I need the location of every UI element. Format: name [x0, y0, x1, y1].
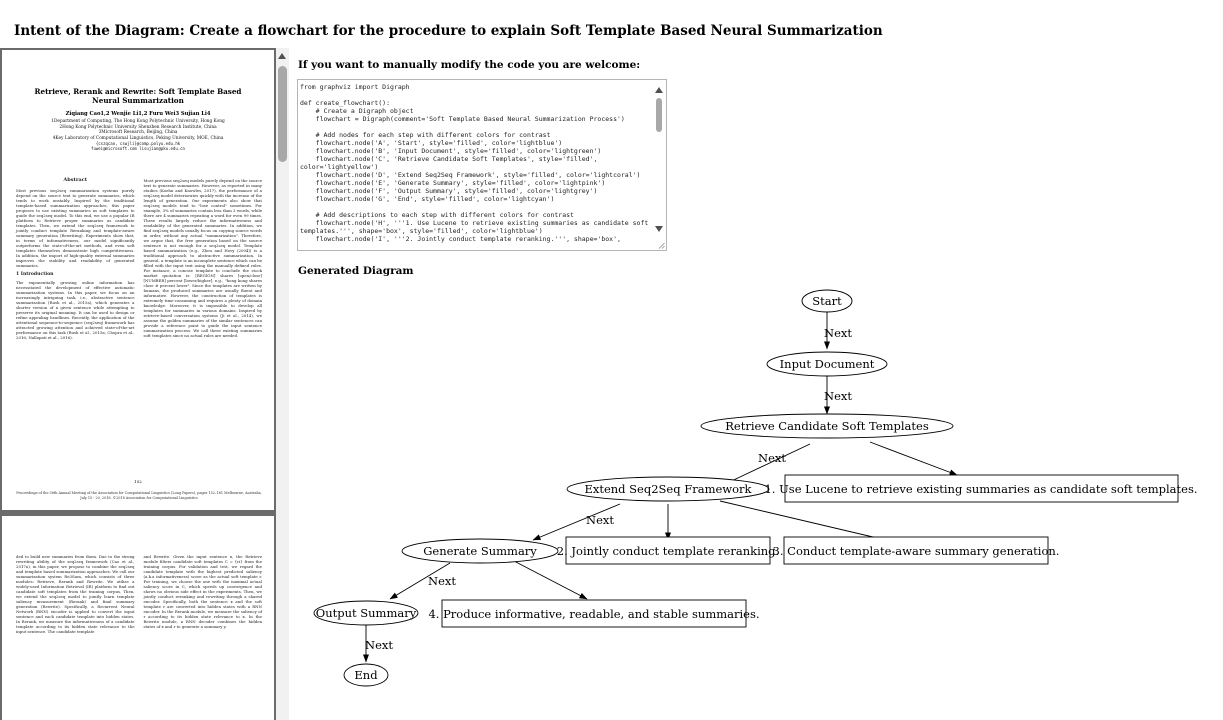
- email-2: fuwei@microsoft.com lisujian@pku.edu.cn: [91, 146, 185, 152]
- pdf-viewer[interactable]: Retrieve, Rerank and Rewrite: Soft Templ…: [0, 48, 289, 720]
- node-retrieve-templates-label: Retrieve Candidate Soft Templates: [725, 419, 929, 433]
- node-input-document-label: Input Document: [780, 357, 875, 371]
- resize-handle-icon[interactable]: [658, 242, 665, 249]
- node-extend-seq2seq: [566, 476, 770, 502]
- abstract-text: Most previous seq2seq summarization syst…: [16, 188, 135, 268]
- page-number: 152: [134, 479, 142, 484]
- page2-left-column: ded to build new summaries from them. Du…: [16, 554, 135, 634]
- node-start: [801, 289, 853, 313]
- node-desc-3-label: 3. Conduct template-aware summary genera…: [773, 544, 1060, 558]
- edge-label-next: Next: [824, 389, 852, 403]
- code-textarea[interactable]: from graphviz import Digraph def create_…: [300, 83, 649, 243]
- node-output-summary: [313, 600, 419, 626]
- generated-flowchart: Next Next Next Next Next Next Start Inpu…: [313, 289, 1198, 687]
- affiliation-3: 3Microsoft Research, Beijing, China: [98, 130, 178, 136]
- page2-right-column: and Rewrite. Given the input sentence x,…: [143, 554, 263, 629]
- affiliation-1: 1Department of Computing, The Hong Kong …: [51, 119, 225, 124]
- abstract-heading: Abstract: [63, 177, 88, 183]
- edge-extend-generate: [532, 503, 621, 541]
- code-editor[interactable]: from graphviz import Digraph def create_…: [297, 79, 667, 251]
- node-extend-seq2seq-label: Extend Seq2Seq Framework: [584, 482, 752, 496]
- pdf-scroll-thumb[interactable]: [278, 66, 287, 162]
- node-input-document: [766, 351, 888, 377]
- node-end-label: End: [354, 668, 378, 682]
- edge-generate-desc4: [513, 560, 588, 600]
- affiliation-2: 2Hong Kong Polytechnic University Shenzh…: [59, 124, 217, 130]
- node-desc-4-label: 4. Produce informative, readable, and st…: [428, 607, 759, 621]
- page-title: Intent of the Diagram: Create a flowchar…: [14, 23, 883, 39]
- edit-code-heading: If you want to manually modify the code …: [298, 59, 641, 71]
- node-output-summary-label: Output Summary: [316, 606, 417, 620]
- intro-text: The exponentially growing online informa…: [16, 280, 135, 340]
- node-desc-2: [565, 536, 771, 565]
- scroll-up-arrow-icon[interactable]: [278, 53, 286, 59]
- code-scroll-thumb[interactable]: [656, 98, 662, 132]
- paper-right-column: Most previous seq2seq models purely depe…: [143, 178, 263, 338]
- paper-footer: Proceedings of the 56th Annual Meeting o…: [16, 491, 262, 500]
- scroll-up-arrow-icon[interactable]: [655, 87, 663, 93]
- paper-title: Retrieve, Rerank and Rewrite: Soft Templ…: [34, 87, 242, 105]
- edge-label-next: Next: [365, 638, 393, 652]
- node-desc-2-label: 2. Jointly conduct template reranking.: [557, 544, 779, 558]
- node-generate-summary-label: Generate Summary: [423, 544, 537, 558]
- paper-authors: Ziqiang Cao1,2 Wenjie Li1,2 Furu Wei3 Su…: [65, 111, 211, 117]
- node-desc-4: [441, 599, 747, 628]
- paper-columns: Abstract Most previous seq2seq summariza…: [16, 177, 263, 341]
- node-desc-1-label: 1. Use Lucene to retrieve existing summa…: [764, 482, 1197, 496]
- node-desc-3: [783, 536, 1049, 565]
- pdf-page-2: ded to build new summaries from them. Du…: [2, 516, 274, 720]
- edge-label-next: Next: [824, 326, 852, 340]
- generated-diagram-heading: Generated Diagram: [298, 265, 414, 277]
- node-retrieve-templates: [700, 413, 954, 439]
- paper-affiliations: 1Department of Computing, The Hong Kong …: [2, 119, 274, 151]
- node-end: [343, 663, 389, 687]
- email-1: {cszqcao, cswjli}@comp.polyu.edu.hk: [95, 141, 181, 147]
- edge-label-next: Next: [428, 574, 456, 588]
- edge-retrieve-desc1: [869, 441, 958, 476]
- pdf-scrollbar[interactable]: [276, 48, 289, 720]
- edge-generate-output: [389, 562, 451, 600]
- edge-label-next: Next: [586, 513, 614, 527]
- node-desc-1: [784, 474, 1179, 503]
- edge-label-next: Next: [758, 451, 786, 465]
- code-scrollbar[interactable]: [653, 80, 666, 250]
- node-start-label: Start: [812, 294, 842, 308]
- paper-left-column: Abstract Most previous seq2seq summariza…: [16, 177, 135, 341]
- pdf-page-1: Retrieve, Rerank and Rewrite: Soft Templ…: [2, 50, 274, 510]
- edge-extend-desc3: [719, 500, 891, 543]
- affiliation-4: 4Key Laboratory of Computational Linguis…: [52, 135, 224, 141]
- edge-retrieve-extend: [722, 443, 811, 486]
- scroll-down-arrow-icon[interactable]: [655, 226, 663, 232]
- node-generate-summary: [401, 538, 559, 564]
- paper-page2-columns: ded to build new summaries from them. Du…: [16, 554, 262, 634]
- intro-heading: 1 Introduction: [16, 272, 54, 277]
